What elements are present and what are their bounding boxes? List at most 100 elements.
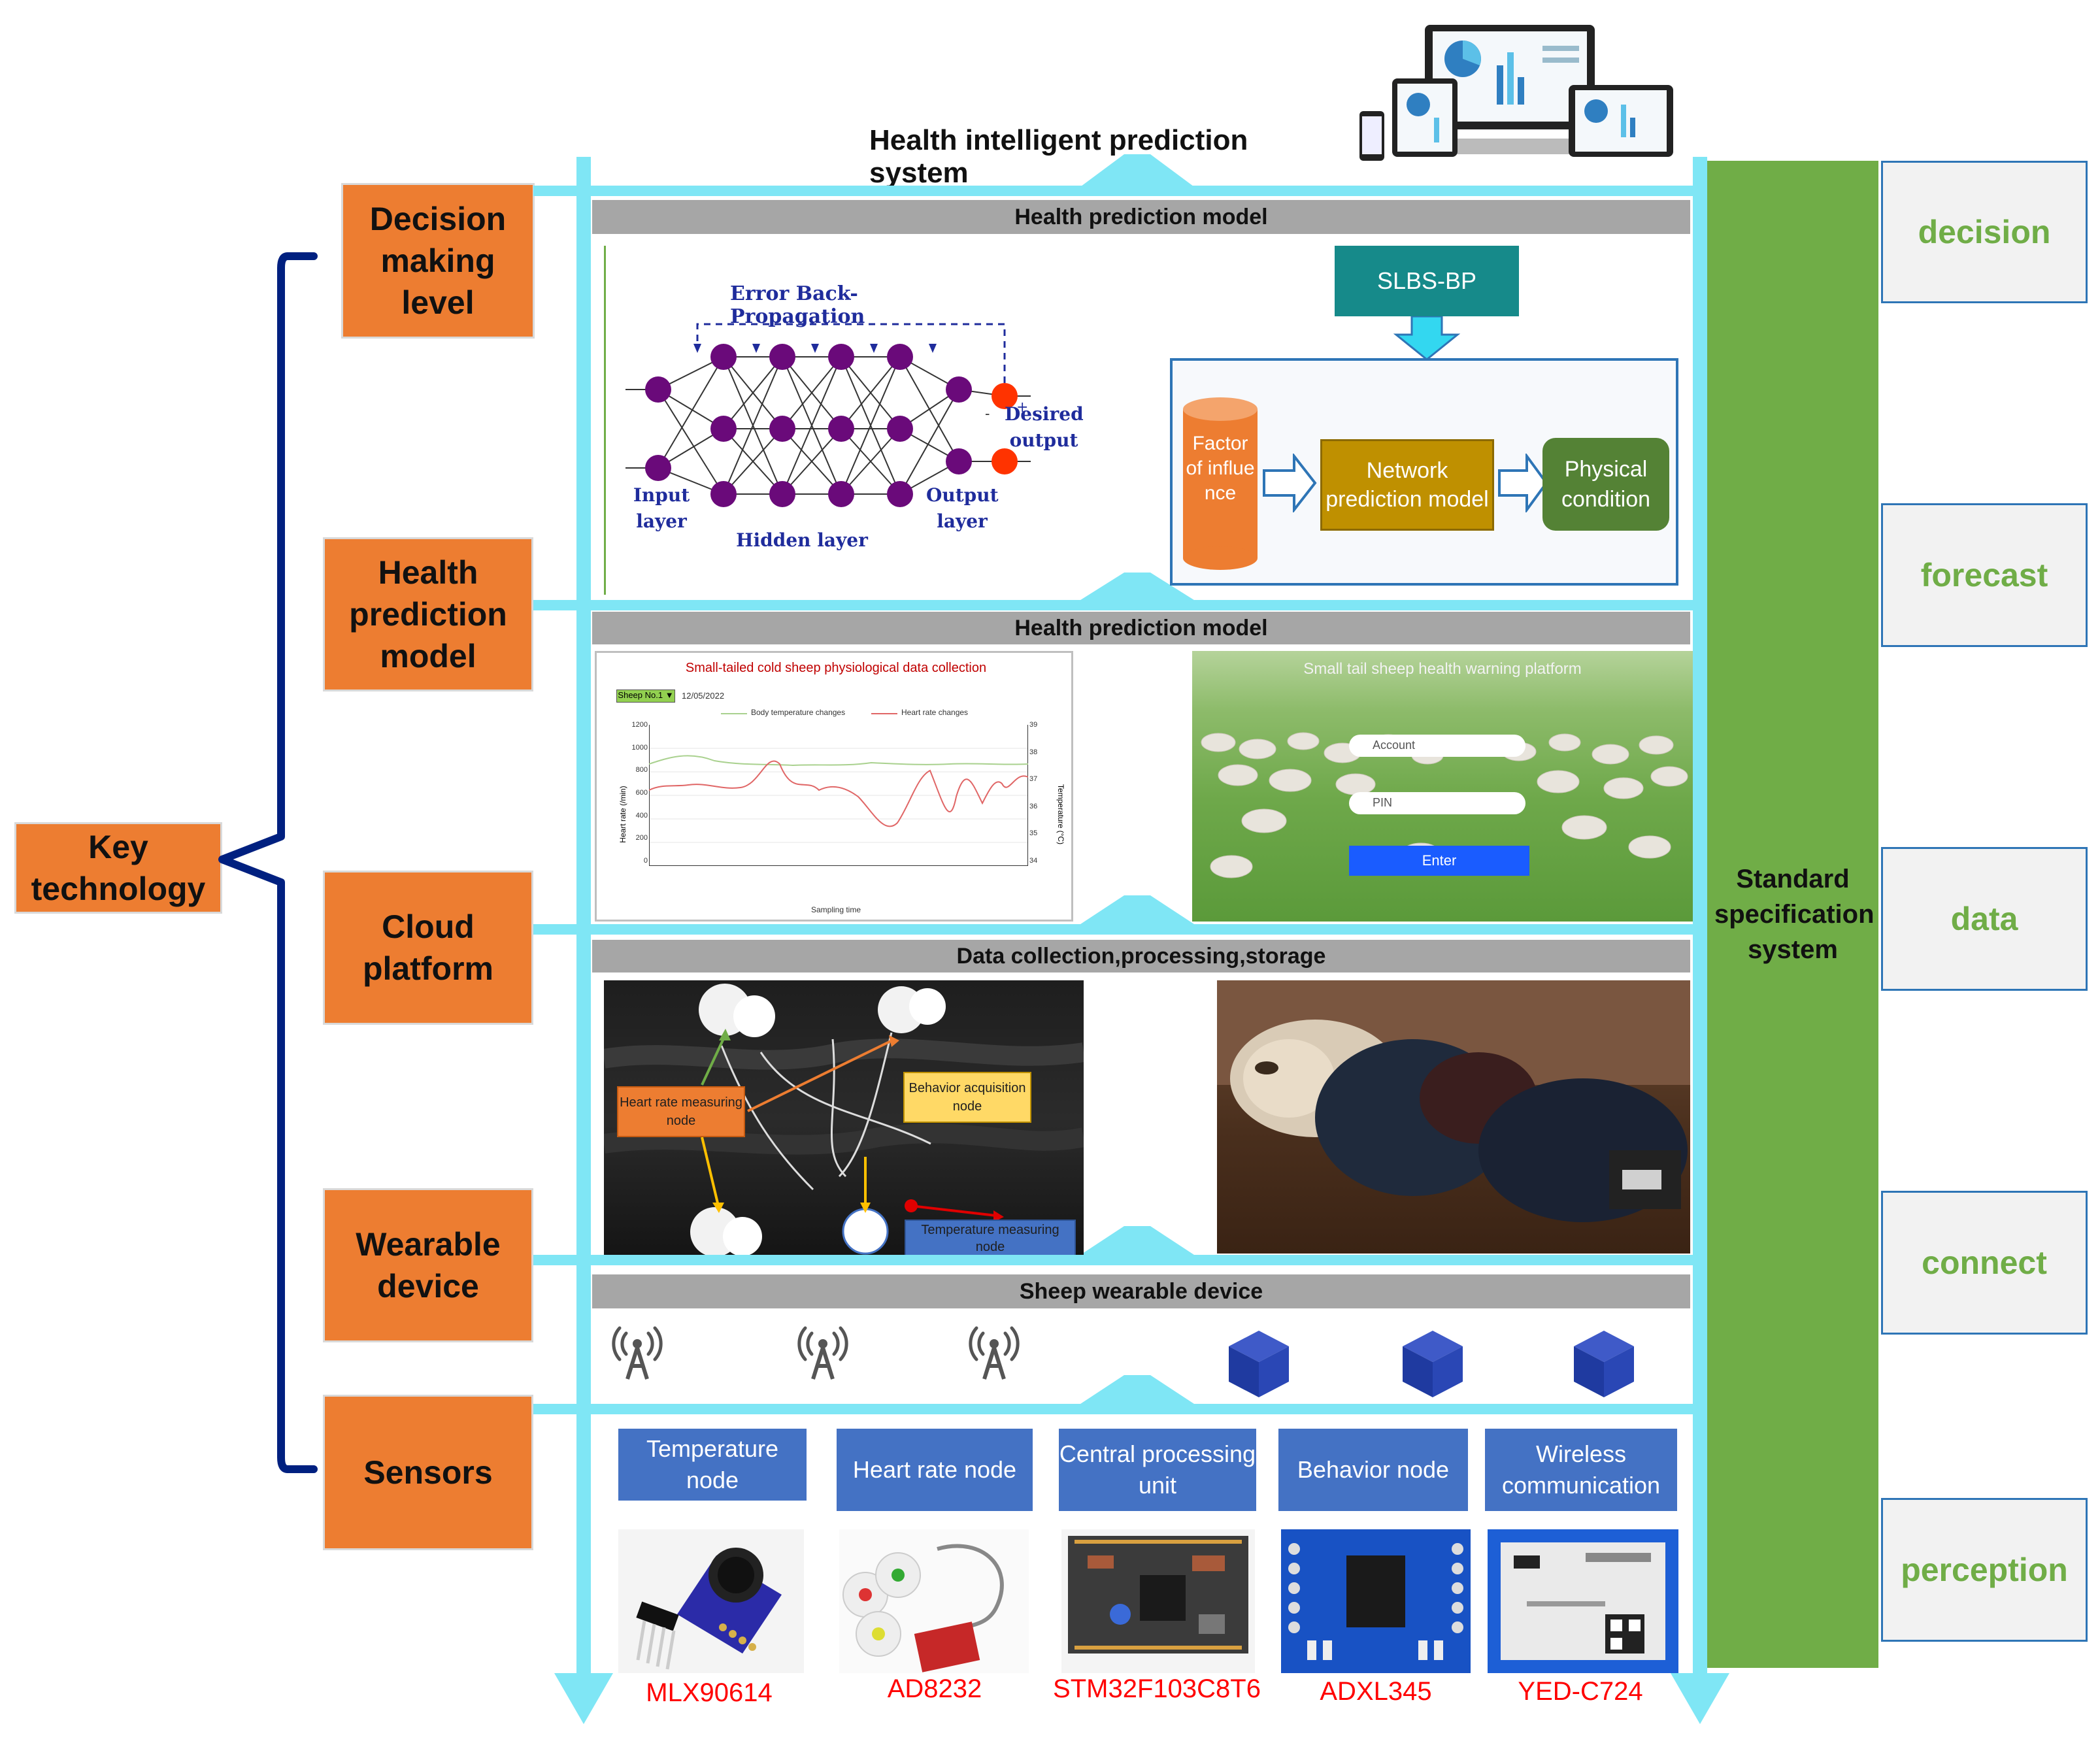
sensor-model-wireless: YED-C724 [1518, 1677, 1643, 1706]
svg-text:+: + [1016, 399, 1028, 416]
factor-label: Factor of influe nce [1186, 433, 1255, 504]
pin-input[interactable]: PIN [1349, 792, 1525, 814]
y-axis-label-left: Heart rate (/min) [618, 786, 627, 843]
sensor-model-behavior: ADXL345 [1320, 1677, 1432, 1706]
level-label: Wearable device [356, 1226, 501, 1305]
antenna-icon [969, 1326, 1020, 1380]
y-ticks-left: 1200 1000 800 600 400 200 0 [628, 721, 648, 865]
sensor-model-heart-rate: AD8232 [887, 1674, 982, 1703]
sensor-node-heart-rate: Heart rate node [837, 1429, 1033, 1511]
y-tick: 37 [1029, 775, 1038, 784]
sensor-node-label: Behavior node [1297, 1456, 1450, 1483]
physical-condition-label: Physical condition [1561, 457, 1651, 512]
up-arrow-top [1078, 154, 1196, 188]
antenna-icon [612, 1326, 663, 1380]
svg-text:-: - [985, 406, 990, 422]
mlx90614-module-image [618, 1529, 804, 1673]
sensor-node-temperature: Temperature node [618, 1429, 807, 1501]
y-axis-label-right: Temperature (°C) [1056, 784, 1065, 845]
level-wearable-device: Wearable device [323, 1188, 533, 1342]
platform-title: Small tail sheep health warning platform [1303, 660, 1582, 678]
flow-arrow-1 [1263, 454, 1317, 512]
right-down-arrow [1671, 1673, 1729, 1724]
level-label: Health prediction model [349, 554, 507, 674]
chart-date: 12/05/2022 [682, 691, 725, 701]
output-perception: perception [1881, 1498, 2088, 1642]
output-connect: connect [1881, 1191, 2088, 1335]
output-label: perception [1901, 1552, 2068, 1588]
sensor-model-temperature: MLX90614 [646, 1678, 773, 1707]
sheep-select[interactable]: Sheep No.1 ▼ [616, 690, 675, 703]
account-input[interactable]: Account [1349, 735, 1525, 757]
adxl345-module-image [1281, 1529, 1471, 1673]
cube-icon [1574, 1331, 1634, 1397]
slbs-down-arrow [1393, 316, 1461, 361]
sensor-node-cpu: Central processing unit [1059, 1429, 1256, 1511]
y-ticks-right: 39 38 37 36 35 34 [1029, 721, 1045, 865]
panel3-title: Data collection,processing,storage [592, 940, 1690, 972]
separator-2 [533, 924, 1707, 935]
network-model-box: Network prediction model [1320, 439, 1494, 531]
legend-label-2: Heart rate changes [901, 708, 969, 717]
output-data: data [1881, 847, 2088, 991]
sensor-node-label: Wireless communication [1501, 1440, 1661, 1499]
y-tick: 600 [635, 788, 648, 797]
level-sensors: Sensors [323, 1395, 533, 1550]
network-model-label: Network prediction model [1325, 458, 1489, 512]
separator-1 [533, 600, 1707, 610]
sheep-graphic [1217, 980, 1690, 1222]
output-label: connect [1922, 1244, 2047, 1281]
separator-top [533, 186, 1707, 196]
nn-desired-output-label: Desired output [1005, 403, 1084, 451]
sensor-node-label: Temperature node [646, 1435, 779, 1493]
cube-icon [1403, 1331, 1463, 1397]
y-tick: 39 [1029, 721, 1038, 729]
physiological-chart: Small-tailed cold sheep physiological da… [595, 651, 1073, 922]
output-label: forecast [1920, 557, 2048, 593]
cube-icon [1229, 1331, 1289, 1397]
up-arrow-2 [1078, 895, 1196, 925]
output-forecast: forecast [1881, 503, 2088, 647]
nn-hidden-layer-label: Hidden layer [736, 529, 868, 551]
panel4-title: Sheep wearable device [592, 1274, 1690, 1308]
level-health-prediction-model: Health prediction model [323, 537, 533, 691]
y-tick: 0 [643, 856, 648, 865]
left-down-arrow [554, 1673, 613, 1724]
nn-error-bp-label: Error Back-Propagation [730, 282, 865, 328]
level-label: Decision making level [369, 201, 507, 321]
sensor-node-label: Central processing unit [1059, 1440, 1256, 1499]
y-tick: 800 [635, 766, 648, 774]
legend-line-1 [721, 713, 747, 714]
output-label: decision [1918, 214, 2051, 250]
y-tick: 1200 [631, 721, 648, 729]
level-label: Cloud platform [363, 908, 493, 987]
ad8232-module-image [839, 1529, 1029, 1673]
antenna-icon [797, 1326, 848, 1380]
sensor-node-label: Heart rate node [852, 1456, 1017, 1483]
y-tick: 400 [635, 811, 648, 820]
physical-condition-box: Physical condition [1542, 438, 1669, 531]
up-arrow-3 [1078, 1226, 1196, 1256]
sensor-node-behavior: Behavior node [1278, 1429, 1468, 1511]
devices-icon [1359, 25, 1673, 161]
enter-button[interactable]: Enter [1349, 846, 1529, 876]
wearable-graphic [604, 984, 1084, 1255]
heart-rate-node-label: Heart rate measuring node [617, 1086, 745, 1137]
health-warning-platform: Small tail sheep health warning platform… [1192, 651, 1693, 922]
up-arrow-1 [1078, 573, 1196, 601]
up-arrow-4 [1078, 1375, 1196, 1405]
yed-c724-module-image [1488, 1529, 1678, 1673]
behavior-node-label: Behavior acquisition node [903, 1072, 1031, 1123]
standard-specification-bar: Standard specification system [1707, 161, 1878, 1668]
output-label: data [1950, 901, 2018, 937]
standard-specification-label: Standard specification system [1714, 865, 1875, 964]
key-technology-box: Key technology [14, 822, 222, 914]
sensor-node-wireless: Wireless communication [1485, 1429, 1677, 1511]
output-decision: decision [1881, 161, 2088, 303]
separator-4 [533, 1404, 1707, 1414]
left-bracket [218, 252, 318, 1473]
level-cloud-platform: Cloud platform [323, 871, 533, 1025]
nn-graphic: - + [625, 323, 1031, 507]
chart-title: Small-tailed cold sheep physiological da… [685, 661, 987, 675]
sheep-photo [1217, 980, 1690, 1254]
